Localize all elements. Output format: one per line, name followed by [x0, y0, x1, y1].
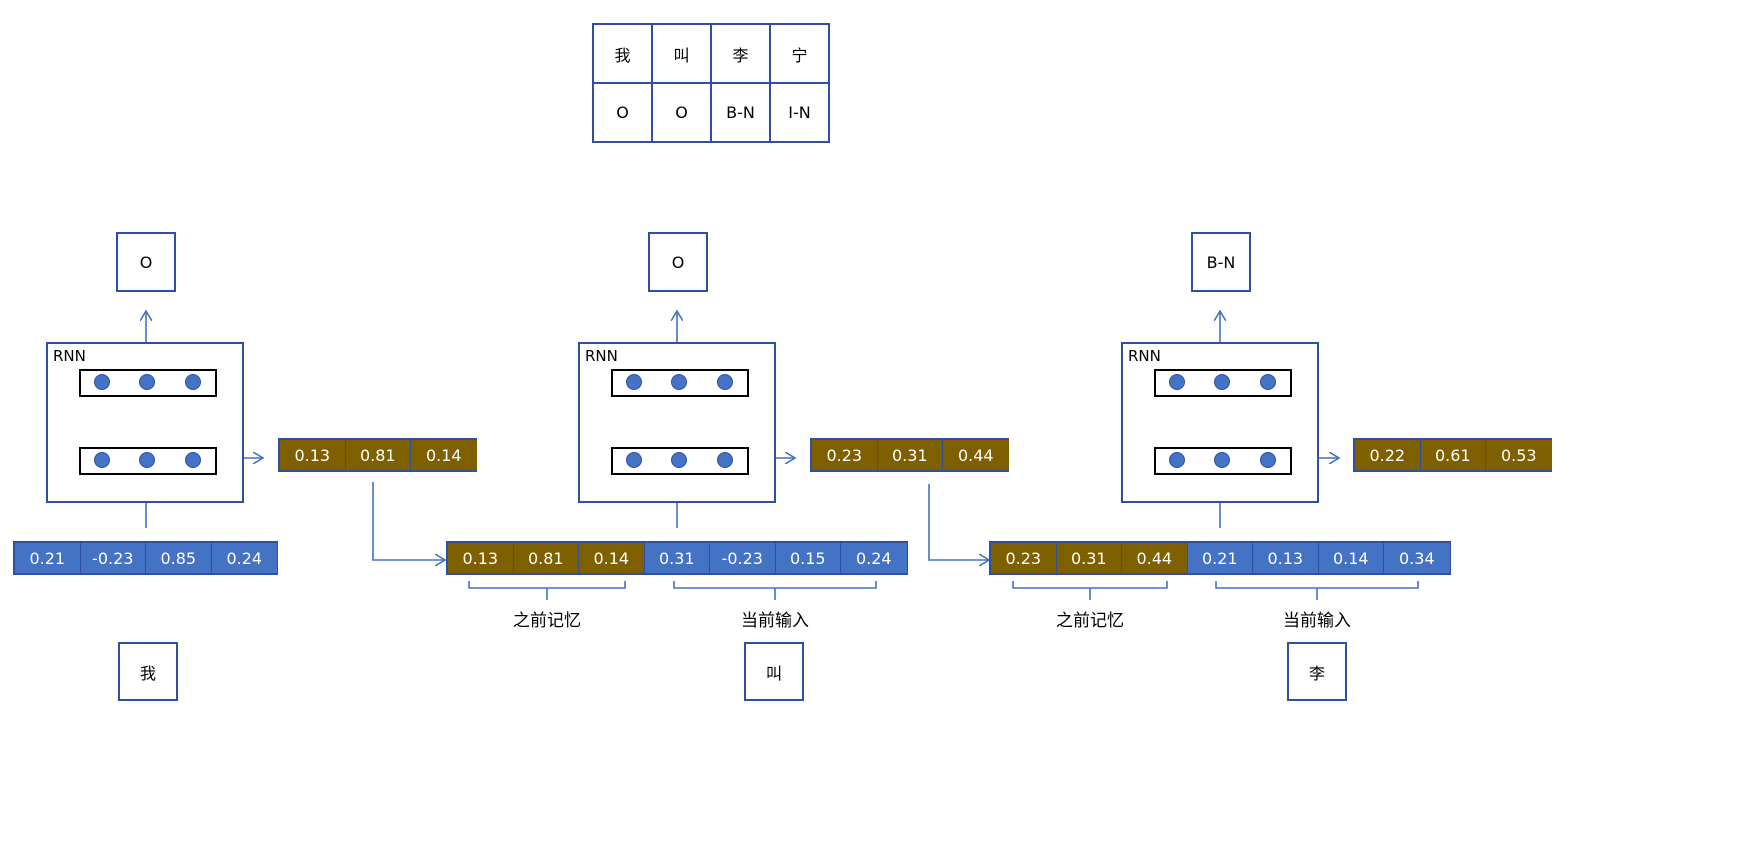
rnn-output-layer-1 [79, 369, 217, 397]
neuron-node [94, 452, 110, 468]
vector-cell: 0.44 [943, 440, 1009, 470]
tag-table-tag: O [651, 82, 712, 143]
brace-current-2 [673, 581, 877, 600]
neuron-node [671, 452, 687, 468]
output-tag-box-3: B-N [1191, 232, 1251, 292]
vector-cell: 0.23 [812, 440, 878, 470]
tag-table: 我 叫 李 宁 O O B-N I-N [592, 23, 830, 143]
arrow-memory-1 [372, 482, 445, 560]
vector-cell: 0.61 [1420, 440, 1486, 470]
neuron-node [717, 452, 733, 468]
neuron-node [1169, 374, 1185, 390]
vector-cell: 0.14 [1318, 543, 1384, 573]
brace-memory-2 [468, 581, 626, 600]
vector-cell: 0.44 [1122, 543, 1188, 573]
vector-cell: 0.22 [1355, 440, 1421, 470]
rnn-cell-3: RNN [1121, 342, 1319, 503]
neuron-node [1214, 374, 1230, 390]
vector-cell: 0.14 [411, 440, 477, 470]
tag-table-char: 我 [592, 23, 653, 84]
neuron-node [1260, 452, 1276, 468]
tag-table-tag: I-N [769, 82, 830, 143]
vector-cell: 0.21 [15, 543, 81, 573]
neuron-node [1169, 452, 1185, 468]
vector-cell: 0.15 [775, 543, 841, 573]
memory-caption-2: 之前记忆 [513, 611, 581, 631]
vector-cell: -0.23 [80, 543, 146, 573]
combined-input-vector-3: 0.23 0.31 0.44 0.21 0.13 0.14 0.34 [989, 541, 1451, 575]
tag-table-char: 宁 [769, 23, 830, 84]
vector-cell: 0.24 [841, 543, 907, 573]
input-char-box-2: 叫 [744, 642, 804, 701]
hidden-state-vector-1: 0.13 0.81 0.14 [278, 438, 477, 472]
vector-cell: 0.13 [448, 543, 514, 573]
tag-table-char: 叫 [651, 23, 712, 84]
neuron-node [185, 452, 201, 468]
rnn-hidden-layer-2 [611, 447, 749, 475]
rnn-hidden-layer-3 [1154, 447, 1292, 475]
output-tag-box-1: O [116, 232, 176, 292]
tag-table-tags-row: O O B-N I-N [592, 82, 830, 143]
hidden-state-vector-3: 0.22 0.61 0.53 [1353, 438, 1552, 472]
input-char-1: 我 [139, 663, 156, 683]
current-caption-3: 当前输入 [1283, 611, 1351, 631]
vector-cell: 0.34 [1384, 543, 1450, 573]
tag-table-tag: B-N [710, 82, 771, 143]
rnn-cell-1: RNN [46, 342, 244, 503]
neuron-node [94, 374, 110, 390]
output-tag-3: B-N [1206, 252, 1236, 272]
vector-cell: 0.31 [877, 440, 943, 470]
input-char-3: 李 [1308, 663, 1325, 683]
vector-cell: 0.21 [1187, 543, 1253, 573]
memory-caption-3: 之前记忆 [1056, 611, 1124, 631]
input-char-box-3: 李 [1287, 642, 1347, 701]
neuron-node [626, 374, 642, 390]
vector-cell: 0.24 [211, 543, 277, 573]
vector-cell: 0.31 [1056, 543, 1122, 573]
neuron-node [1260, 374, 1276, 390]
input-char-2: 叫 [765, 663, 782, 683]
vector-cell: -0.23 [710, 543, 776, 573]
output-tag-box-2: O [648, 232, 708, 292]
output-tag-1: O [139, 252, 153, 272]
rnn-label-3: RNN [1128, 347, 1161, 365]
output-tag-2: O [671, 252, 685, 272]
hidden-state-vector-2: 0.23 0.31 0.44 [810, 438, 1009, 472]
rnn-cell-2: RNN [578, 342, 776, 503]
neuron-node [1214, 452, 1230, 468]
vector-cell: 0.81 [513, 543, 579, 573]
brace-current-3 [1215, 581, 1419, 600]
input-char-box-1: 我 [118, 642, 178, 701]
neuron-node [139, 374, 155, 390]
neuron-node [717, 374, 733, 390]
rnn-hidden-layer-1 [79, 447, 217, 475]
rnn-output-layer-2 [611, 369, 749, 397]
tag-table-chars-row: 我 叫 李 宁 [592, 23, 830, 84]
tag-table-tag: O [592, 82, 653, 143]
vector-cell: 0.31 [644, 543, 710, 573]
vector-cell: 0.53 [1486, 440, 1552, 470]
current-caption-2: 当前输入 [741, 611, 809, 631]
vector-cell: 0.14 [579, 543, 645, 573]
combined-input-vector-2: 0.13 0.81 0.14 0.31 -0.23 0.15 0.24 [446, 541, 908, 575]
brace-memory-3 [1012, 581, 1168, 600]
rnn-label-2: RNN [585, 347, 618, 365]
arrow-memory-2 [928, 484, 989, 560]
vector-cell: 0.81 [345, 440, 411, 470]
tag-table-char: 李 [710, 23, 771, 84]
vector-cell: 0.85 [146, 543, 212, 573]
input-vector-1: 0.21 -0.23 0.85 0.24 [13, 541, 278, 575]
vector-cell: 0.23 [991, 543, 1057, 573]
vector-cell: 0.13 [1253, 543, 1319, 573]
rnn-label-1: RNN [53, 347, 86, 365]
neuron-node [139, 452, 155, 468]
rnn-output-layer-3 [1154, 369, 1292, 397]
neuron-node [185, 374, 201, 390]
neuron-node [626, 452, 642, 468]
neuron-node [671, 374, 687, 390]
vector-cell: 0.13 [280, 440, 346, 470]
